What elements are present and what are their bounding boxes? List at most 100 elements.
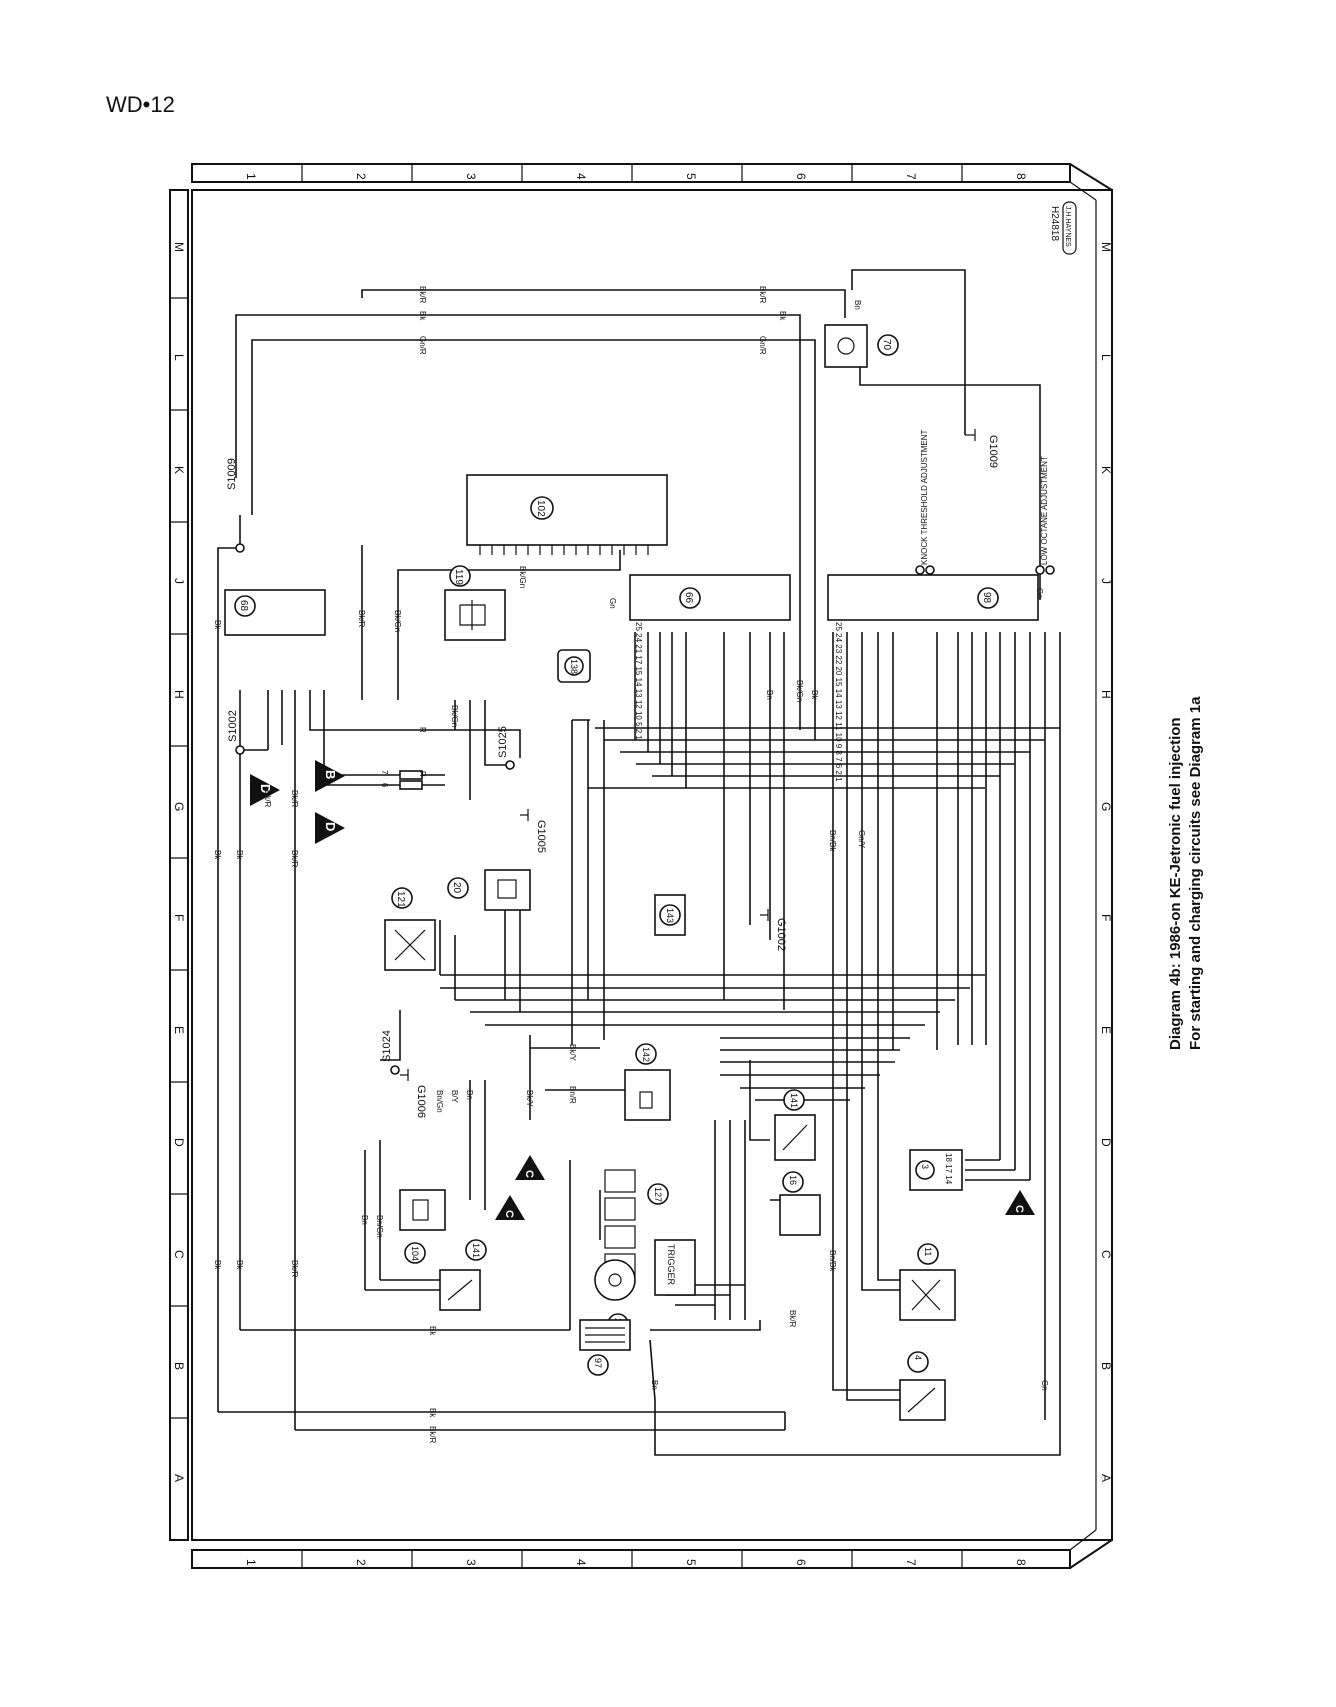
component-142: 142 — [624, 1043, 671, 1121]
component-104: 104 — [399, 1189, 446, 1264]
grid-letter: J — [1099, 578, 1113, 584]
component-97-coil: 97 — [579, 1319, 631, 1376]
wire-label: Bk — [778, 311, 787, 321]
node-s1025: S1025 — [497, 726, 509, 758]
wiring-harness — [217, 269, 1061, 1456]
wire-label: Bk/R — [263, 790, 272, 808]
wire-label: Bk/R — [418, 286, 427, 304]
component-66-id: 66 — [683, 592, 694, 604]
grid-number: 2 — [354, 173, 368, 180]
component-66-ecu: 66 25 24 21 17 15 14 13 12 10 5 2 1 — [629, 574, 791, 740]
grid-letter: B — [172, 1362, 186, 1370]
component-102: 102 — [466, 474, 668, 555]
ground-g1009: G1009 — [987, 435, 999, 468]
caption-line-2: For starting and charging circuits see D… — [1187, 696, 1204, 1050]
component-119: 119 — [444, 565, 506, 641]
component-143: 143 — [654, 894, 686, 936]
component-138: 138 — [557, 649, 591, 683]
publisher-logo — [1062, 201, 1077, 255]
connector-d-1: D — [258, 784, 273, 793]
node-s1009: S1009 — [226, 458, 238, 490]
component-127: 127 — [604, 1169, 669, 1277]
component-3-pins: 18 17 14 — [944, 1153, 953, 1185]
wire-label: Bk — [428, 1408, 437, 1418]
grid-number: 7 — [904, 173, 918, 180]
ecu98-pin-row: 25 24 23 22 20 15 14 13 12 11 10 9 8 7 6… — [834, 622, 843, 782]
component-138-id: 138 — [569, 659, 579, 674]
component-141-left-id: 141 — [471, 1243, 481, 1258]
ground-symbols — [400, 429, 976, 1081]
wire-label: Bk — [235, 1260, 244, 1270]
grid-number: 8 — [1014, 173, 1028, 180]
grid-letter: G — [172, 802, 186, 811]
wire-label: Bn — [765, 690, 774, 700]
component-98-ecu: 98 25 24 23 22 20 15 14 13 12 11 10 9 8 … — [827, 574, 1039, 782]
component-97-id: 97 — [593, 1358, 603, 1368]
wire-label: Gn/R — [758, 336, 767, 355]
ground-g1006: G1006 — [415, 1085, 427, 1118]
page-id: WD•12 — [106, 92, 175, 117]
ground-g1005: G1005 — [535, 820, 547, 853]
wire-label: Bk — [213, 850, 222, 860]
component-68-id: 68 — [238, 600, 249, 612]
component-70-id: 70 — [881, 339, 892, 351]
wire-label: Bk/R — [428, 1426, 437, 1444]
ecu66-pin-row: 25 24 21 17 15 14 13 12 10 5 2 1 — [634, 622, 643, 740]
fuse-label-6: 6 — [380, 783, 389, 788]
grid-letter: L — [172, 354, 186, 361]
wire-label: Bn/Gn — [375, 1215, 384, 1238]
grid-letter: C — [1099, 1250, 1113, 1259]
wire-label: Bk/Gn — [795, 680, 804, 702]
wire-label: Bk/Gn — [450, 705, 459, 727]
wire-label: Bn — [853, 300, 862, 310]
knock-threshold-label: KNOCK THRESHOLD ADJUSTMENT — [920, 429, 929, 565]
wire-label: Bk/R — [290, 790, 299, 808]
grid-letter: A — [172, 1474, 186, 1482]
grid-letter: C — [172, 1250, 186, 1259]
splice-nodes — [235, 543, 1045, 1075]
grid-frame — [169, 163, 1113, 1569]
wire-label: Bk/R — [788, 1310, 797, 1328]
wire-label: Bk — [213, 1260, 222, 1270]
wire-label: Gn/Y — [857, 830, 866, 849]
grid-number: 6 — [794, 1559, 808, 1566]
connector-b: B — [323, 770, 338, 779]
wire-label: Bk — [213, 620, 222, 630]
grid-number: 5 — [684, 173, 698, 180]
grid-number: 3 — [464, 173, 478, 180]
trigger-unit: TRIGGER — [654, 1239, 696, 1296]
wire-label: R — [418, 771, 427, 777]
connector-c-3: C — [1013, 1205, 1025, 1213]
grid-letter: F — [172, 914, 186, 921]
component-20: 20 — [447, 869, 531, 911]
grid-letter: H — [1099, 690, 1113, 699]
component-143-id: 143 — [665, 908, 675, 923]
grid-number: 3 — [464, 1559, 478, 1566]
component-4: 4 — [899, 1351, 946, 1421]
wire-label: Bk/Y — [568, 1044, 577, 1062]
component-3: 3 18 17 14 — [909, 1149, 963, 1191]
component-16: 16 — [779, 1171, 821, 1236]
wire-label: Bk — [235, 850, 244, 860]
component-141-right: 141 — [774, 1089, 816, 1161]
logo-text: J.H.HAYNES — [1064, 206, 1071, 247]
component-4-id: 4 — [913, 1355, 923, 1360]
wire-label: Bn — [650, 1380, 659, 1390]
wire-label: Bk/R — [758, 286, 767, 304]
wire-label: Bk/Gn — [518, 566, 527, 588]
ground-g1002: G1002 — [775, 918, 787, 951]
node-s1002: S1002 — [227, 710, 239, 742]
wire-label: Bn/R — [568, 1086, 577, 1104]
component-68-relay: 68 — [224, 589, 326, 636]
grid-letter: E — [172, 1026, 186, 1034]
wire-label: Gn — [1040, 1380, 1049, 1391]
component-121: 121 — [384, 887, 436, 971]
grid-letter: K — [1099, 466, 1113, 474]
component-141-left: 141 — [439, 1239, 487, 1311]
connector-c-2: C — [503, 1210, 515, 1218]
grid-letter: H — [172, 690, 186, 699]
wire-label: Bk — [428, 1326, 437, 1336]
low-octane-label: LOW OCTANE ADJUSTMENT — [1040, 456, 1049, 565]
connector-d-2: D — [323, 822, 338, 831]
grid-letter: F — [1099, 914, 1113, 921]
